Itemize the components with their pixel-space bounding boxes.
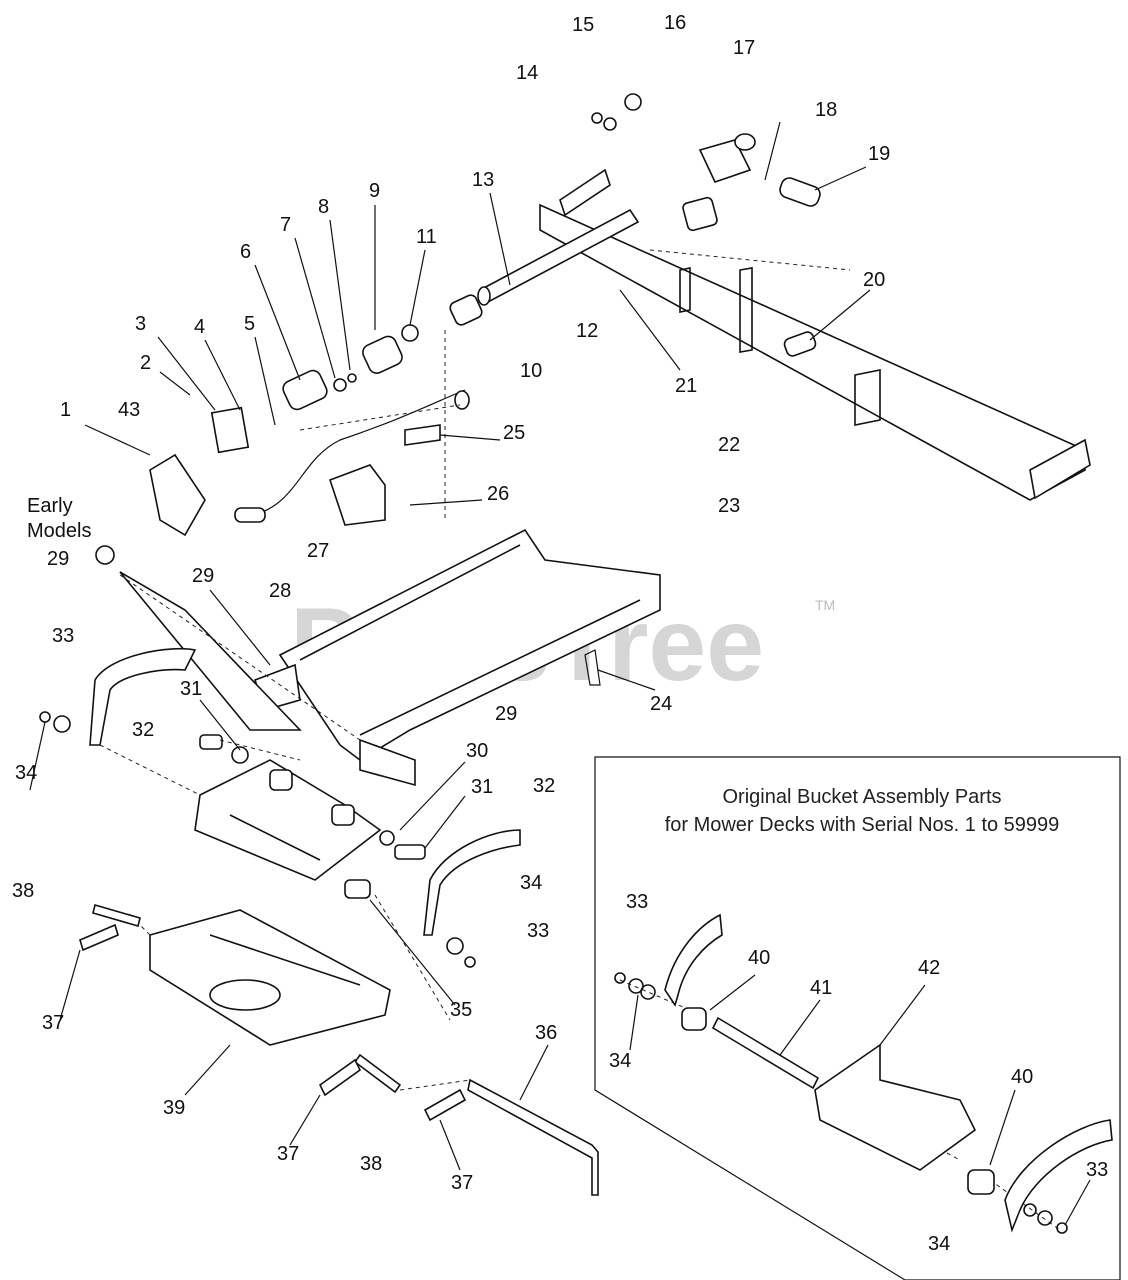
callout-40-inset-right: 40 [1011, 1066, 1033, 1088]
callout-23: 23 [718, 495, 740, 517]
early-models-line2: Models [27, 520, 91, 542]
callout-32-right: 32 [533, 775, 555, 797]
callout-29-upper: 29 [192, 565, 214, 587]
early-models-line1: Early [27, 495, 73, 517]
pins-and-clips [79, 904, 599, 1196]
callout-34-inset-bottom: 34 [928, 1233, 950, 1255]
bucket-39 [149, 909, 391, 1046]
callout-5: 5 [244, 313, 255, 335]
callout-31-left: 31 [180, 678, 202, 700]
callout-39: 39 [163, 1097, 185, 1119]
inset-title-line2: for Mower Decks with Serial Nos. 1 to 59… [665, 814, 1060, 836]
callout-labels: 1 2 3 4 5 6 7 8 9 10 11 12 13 14 15 16 1… [12, 12, 1108, 1255]
callout-20: 20 [863, 269, 885, 291]
callout-29-early: 29 [47, 548, 69, 570]
callout-42: 42 [918, 957, 940, 979]
watermark-trademark: TM [815, 597, 835, 613]
callout-37-left: 37 [42, 1012, 64, 1034]
callout-7: 7 [280, 214, 291, 236]
callout-12: 12 [576, 320, 598, 342]
callout-38-left: 38 [12, 880, 34, 902]
lift-rod-assembly [539, 168, 1091, 501]
inset-panel: Original Bucket Assembly Parts for Mower… [594, 756, 1121, 1280]
callout-34-right: 34 [520, 872, 542, 894]
small-hardware-top [591, 93, 642, 131]
callout-22: 22 [718, 434, 740, 456]
callout-4: 4 [194, 316, 205, 338]
callout-37-middle: 37 [277, 1143, 299, 1165]
callout-26: 26 [487, 483, 509, 505]
callout-19: 19 [868, 143, 890, 165]
callout-41: 41 [810, 977, 832, 999]
callout-17: 17 [733, 37, 755, 59]
callout-18: 18 [815, 99, 837, 121]
callout-25: 25 [503, 422, 525, 444]
callout-30: 30 [466, 740, 488, 762]
callout-34-left: 34 [15, 762, 37, 784]
tee-17 [682, 133, 821, 232]
callout-31-right: 31 [471, 776, 493, 798]
bucket-bracket [39, 647, 521, 968]
cable-mechanism [149, 294, 483, 537]
callout-38-bottom: 38 [360, 1153, 382, 1175]
callout-24: 24 [650, 693, 672, 715]
callout-35: 35 [450, 999, 472, 1021]
callout-28: 28 [269, 580, 291, 602]
callout-15: 15 [572, 14, 594, 36]
callout-8: 8 [318, 196, 329, 218]
callout-27: 27 [307, 540, 329, 562]
callout-29-frame: 29 [495, 703, 517, 725]
callout-33-inset-bottom: 33 [1086, 1159, 1108, 1181]
callout-16: 16 [664, 12, 686, 34]
inset-title-line1: Original Bucket Assembly Parts [723, 786, 1002, 808]
callout-37-right: 37 [451, 1172, 473, 1194]
callout-34-inset-left: 34 [609, 1050, 631, 1072]
callout-36: 36 [535, 1022, 557, 1044]
callout-14: 14 [516, 62, 538, 84]
shaft-13 [477, 208, 640, 306]
callout-13: 13 [472, 169, 494, 191]
callout-9: 9 [369, 180, 380, 202]
callout-43: 43 [118, 399, 140, 421]
early-models-plate [95, 545, 302, 731]
deck-frame [253, 528, 661, 787]
callout-33-right: 33 [527, 920, 549, 942]
callout-11: 11 [416, 226, 437, 248]
callout-40-inset-top: 40 [748, 947, 770, 969]
callout-21: 21 [675, 375, 697, 397]
callout-1: 1 [60, 399, 71, 421]
leader-lines [29, 121, 1091, 1226]
callout-10: 10 [520, 360, 542, 382]
callout-32-left: 32 [132, 719, 154, 741]
callout-6: 6 [240, 241, 251, 263]
callout-33-inset-top: 33 [626, 891, 648, 913]
callout-2: 2 [140, 352, 151, 374]
callout-3: 3 [135, 313, 146, 335]
callout-33-left: 33 [52, 625, 74, 647]
